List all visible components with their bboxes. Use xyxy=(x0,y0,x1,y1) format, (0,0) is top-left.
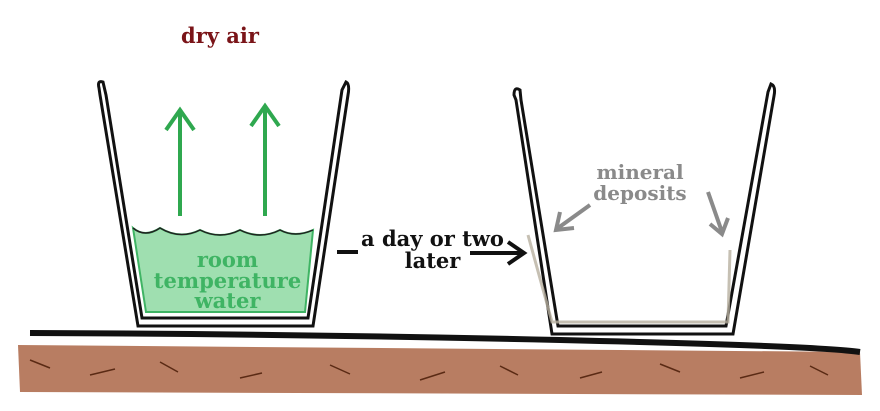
soil-texture xyxy=(29,359,829,381)
ground-line xyxy=(29,330,861,355)
water-label-line: water xyxy=(194,288,261,314)
dry-air-label: dry air xyxy=(181,23,259,48)
water-label-line: temperature xyxy=(153,267,302,293)
time-label-line: a day or two xyxy=(361,226,504,251)
mineral-deposits-label: mineral deposits xyxy=(570,162,710,204)
water-surface xyxy=(132,227,314,236)
glass-right xyxy=(512,82,777,336)
mineral-label-line: deposits xyxy=(593,181,687,205)
soil xyxy=(18,345,862,395)
time-label-line: later xyxy=(404,248,461,274)
mineral-deposit-residue xyxy=(526,234,732,324)
mineral-label-line: mineral xyxy=(596,160,684,184)
evaporation-arrow-icon xyxy=(164,102,281,216)
deposit-pointer-arrow-icon xyxy=(553,191,730,238)
glass-left xyxy=(97,79,351,328)
water-label-line: room xyxy=(196,247,259,272)
water-label: room temperature water xyxy=(140,247,315,314)
transition-arrow-icon xyxy=(337,240,528,266)
time-label: a day or two later xyxy=(345,226,520,274)
